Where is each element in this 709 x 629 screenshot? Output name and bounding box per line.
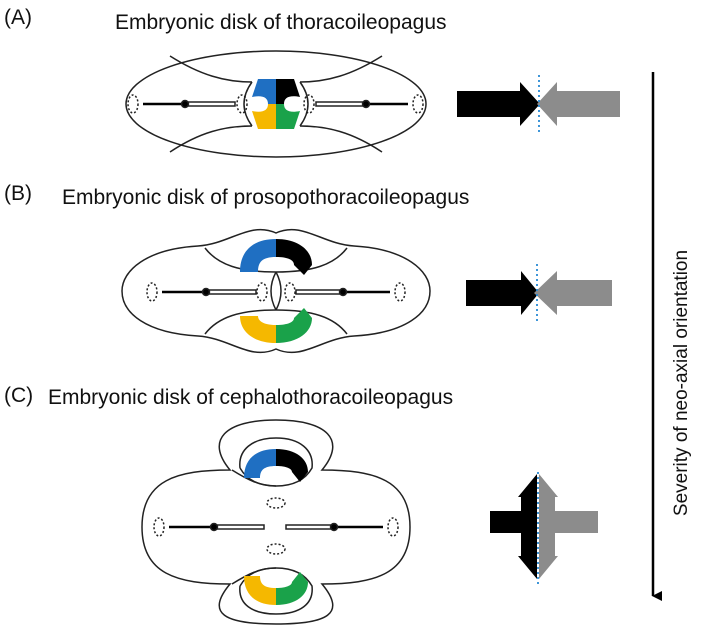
disk-b-field-black	[276, 239, 312, 275]
disk-a-heart-fields	[252, 79, 300, 129]
left-arrow-gray-icon	[537, 82, 620, 126]
disk-c-field-green	[276, 572, 308, 605]
disk-b-field-blue	[240, 239, 276, 272]
disk-c-membrane	[153, 517, 165, 537]
disk-c-field-blue	[244, 449, 276, 478]
disk-a-curve	[299, 81, 309, 127]
panel-b-title: Embryonic disk of prosopothoracoileopagu…	[62, 186, 470, 209]
disk-c-primitive-streak	[213, 524, 265, 530]
disk-c-membrane	[266, 497, 286, 509]
disk-c-field-yellow	[244, 576, 276, 605]
panel-c-letter: (C)	[4, 384, 34, 407]
disk-c-membrane	[387, 517, 399, 537]
disk-a-primitive-streak	[315, 101, 367, 107]
disk-b-primitive-streak	[205, 289, 257, 295]
disk-a-membrane	[412, 94, 424, 114]
panel-c-title: Embryonic disk of cephalothoracoileopagu…	[48, 386, 454, 409]
disk-c-node	[209, 522, 219, 532]
disk-c-node	[329, 522, 339, 532]
panel-b-letter: (B)	[4, 182, 32, 205]
disk-b-curve	[275, 271, 282, 311]
disk-c-outline	[141, 419, 411, 625]
left-arrow-gray-icon	[539, 474, 598, 579]
panel-a-title: Embryonic disk of thoracoileopagus	[115, 11, 447, 34]
disk-c-field-black	[276, 449, 308, 482]
disk-a-node	[180, 99, 190, 109]
disk-c-membrane	[266, 543, 286, 555]
disk-b-membrane	[256, 282, 268, 302]
disk-a-field-black	[276, 79, 300, 104]
disk-a-membrane	[236, 94, 248, 114]
disk-c-primitive-streak	[285, 524, 335, 530]
right-arrow-black-icon	[466, 271, 539, 315]
disk-a-curve	[299, 55, 383, 83]
disk-a-node	[361, 99, 371, 109]
disk-b-heart-fields	[240, 239, 312, 343]
disk-a-membrane	[127, 94, 139, 114]
disk-b-field-green	[276, 308, 312, 343]
disk-c-curve	[231, 469, 277, 487]
right-arrow-black-icon	[457, 82, 540, 126]
disk-a-outline	[125, 50, 427, 158]
disk-a-field-green	[276, 104, 300, 129]
disk-a	[125, 50, 427, 158]
disk-a-membrane	[303, 94, 315, 114]
disk-c-heart-fields	[244, 449, 308, 605]
disk-a-curve	[169, 125, 253, 153]
disk-a-field-blue	[252, 79, 276, 104]
disk-c-curve	[231, 567, 277, 585]
disk-b-membrane	[394, 282, 406, 302]
disk-b	[121, 228, 431, 354]
disk-a-curve	[243, 81, 253, 127]
arrows-b	[466, 264, 612, 322]
disk-a-primitive-streak	[184, 101, 236, 107]
disk-b-field-yellow	[240, 316, 276, 343]
disk-c	[141, 419, 411, 625]
panel-a-letter: (A)	[4, 6, 32, 29]
disk-b-node	[201, 287, 211, 297]
right-arrow-black-icon	[490, 474, 537, 579]
arrows-c	[490, 472, 598, 584]
disk-b-node	[338, 287, 348, 297]
disk-b-curve	[270, 271, 277, 311]
disk-b-membrane	[146, 282, 158, 302]
disk-b-primitive-streak	[295, 289, 344, 295]
disk-a-curve	[169, 55, 253, 83]
arrows-a	[457, 75, 620, 134]
disk-b-outline	[121, 228, 431, 354]
left-arrow-gray-icon	[534, 271, 612, 315]
disk-a-curve	[299, 125, 383, 153]
disk-b-membrane	[284, 282, 296, 302]
disk-a-field-yellow	[252, 104, 276, 129]
